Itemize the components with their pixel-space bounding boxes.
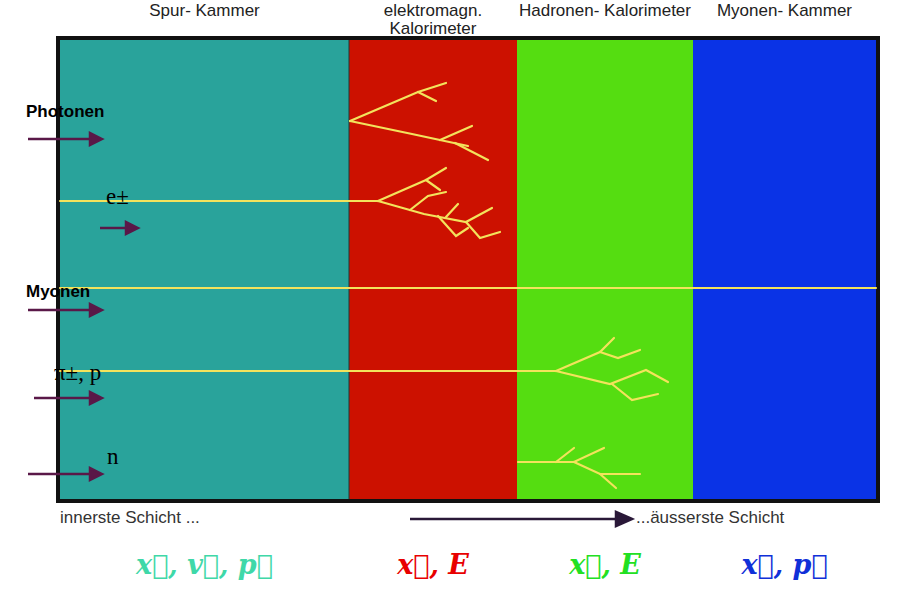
layer-heading: elektromagn. Kalorimeter — [339, 2, 527, 38]
layer-heading: Spur- Kammer — [50, 2, 359, 20]
layer-heading: Myonen- Kammer — [683, 2, 886, 20]
measured-quantities: x⃗, p⃗ — [673, 549, 896, 580]
detector-layer: Myonen- Kammerx⃗, p⃗ — [693, 40, 876, 499]
detector-layer: Hadronen- Kalorimeterx⃗, E — [517, 40, 693, 499]
particle-name: Myonen — [26, 282, 90, 302]
layer-heading: Hadronen- Kalorimeter — [507, 2, 703, 20]
axis-note: innerste Schicht ... — [60, 508, 200, 528]
particle-symbol: n — [107, 444, 119, 470]
particle-symbol: e± — [106, 184, 129, 210]
measured-quantities: x⃗, v⃗, p⃗ — [40, 549, 369, 580]
measured-quantities: x⃗, E — [329, 549, 537, 580]
particle-name: Photonen — [26, 102, 104, 122]
particle-symbol: π±, p — [54, 360, 101, 386]
axis-note: ...äusserste Schicht — [636, 508, 784, 528]
detector-layer: elektromagn. Kalorimeterx⃗, E — [349, 40, 517, 499]
measured-quantities: x⃗, E — [497, 549, 713, 580]
